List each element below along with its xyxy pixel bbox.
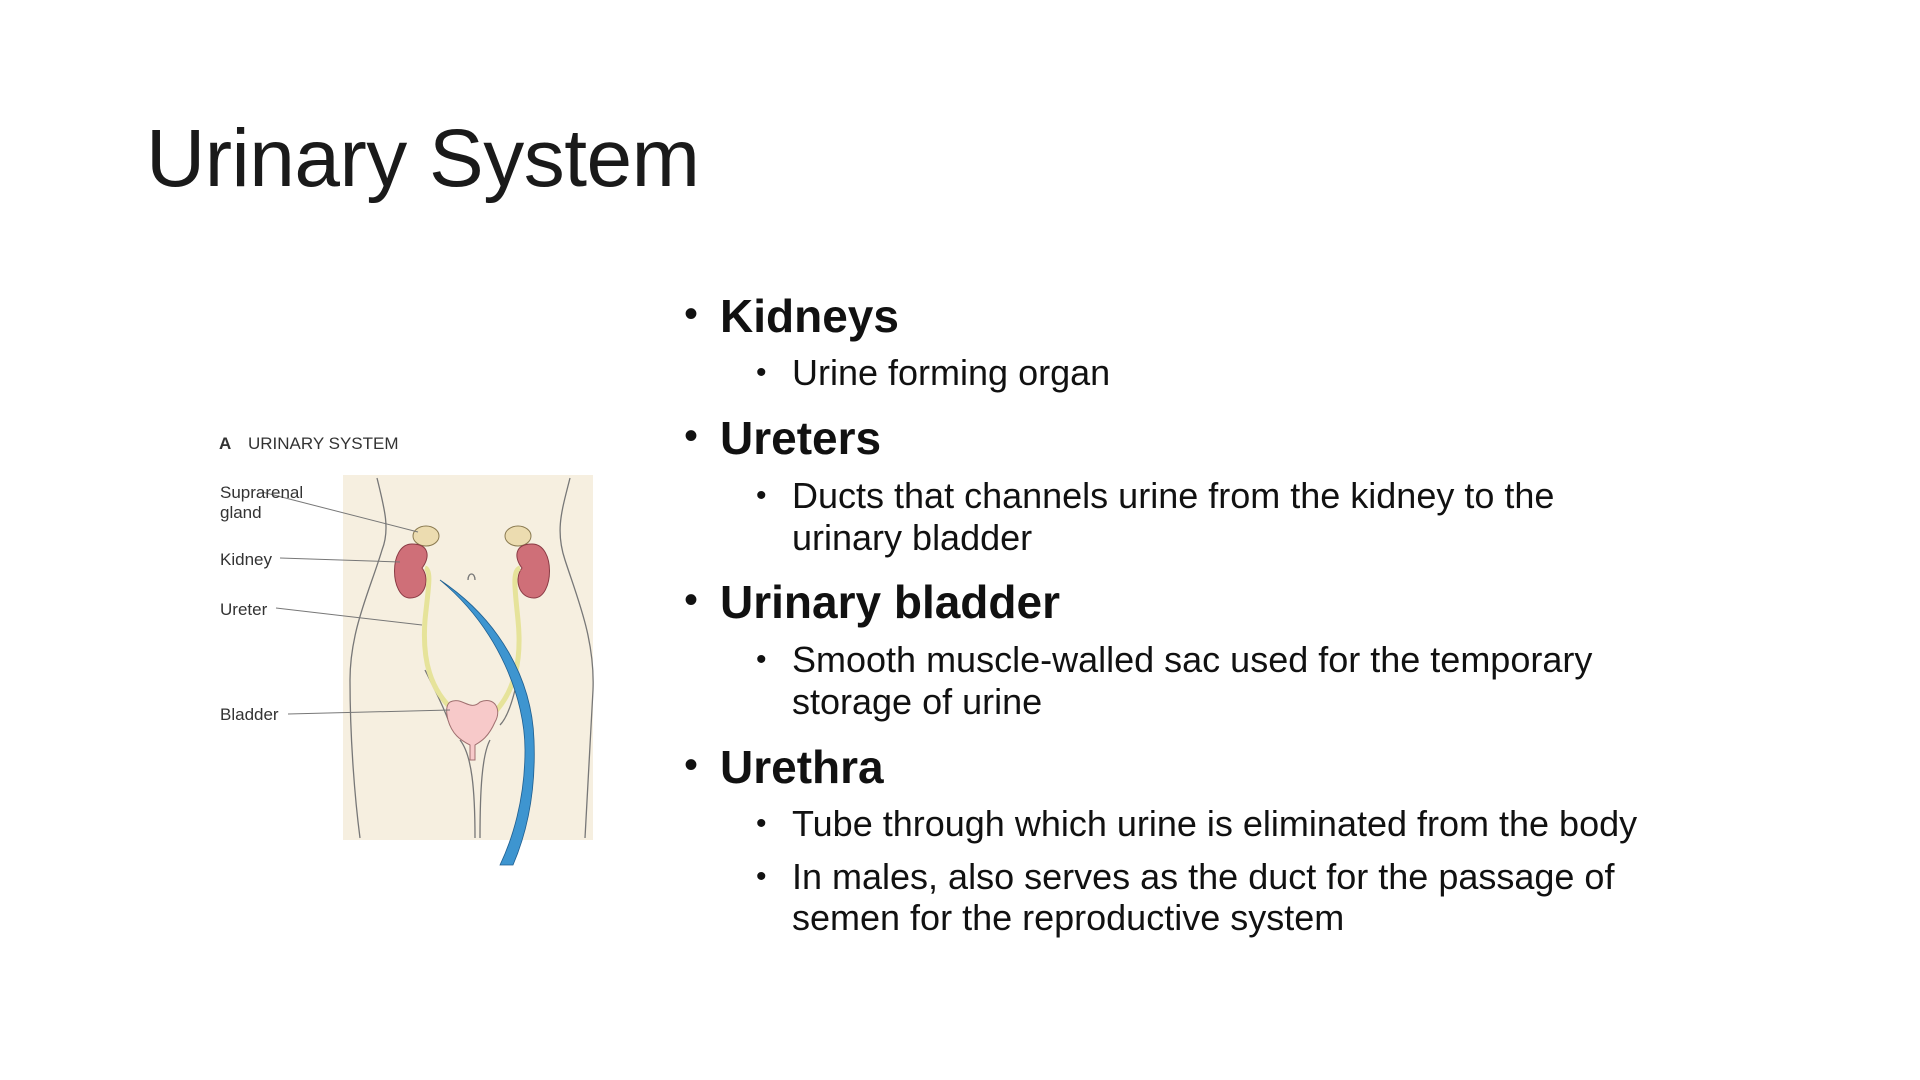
sub-bullet-icon: • [756,643,767,676]
sub-bullet-text: Smooth muscle-walled sac used for the te… [792,639,1593,680]
sub-bullet-icon: • [756,356,767,389]
sub-bullet-text-cont: semen for the reproductive system [792,897,1345,938]
left-kidney [394,543,428,599]
figure-heading: URINARY SYSTEM [248,434,399,453]
figure-letter: A [219,434,231,453]
left-ureter [421,565,457,714]
bullet-kidneys: Kidneys [720,290,899,342]
sub-bullet-icon: • [756,479,767,512]
bullet-icon: • [684,743,699,787]
catheter [439,579,535,866]
leader-lines [261,491,451,715]
sub-bullet-text-cont: storage of urine [792,681,1043,722]
bladder [446,700,499,761]
sub-bullet-icon: • [756,860,767,893]
body-silhouette-fill [343,475,593,840]
label-ureter: Ureter [220,600,268,619]
sub-bullet-text: In males, also serves as the duct for th… [792,856,1615,897]
sub-bullet-text: Urine forming organ [792,352,1111,393]
label-gland: gland [220,503,262,522]
right-ureter [493,565,522,714]
sub-bullet-text-cont: urinary bladder [792,517,1033,558]
bullet-icon: • [684,292,699,336]
sub-bullet-icon: • [756,807,767,840]
label-bladder: Bladder [220,705,279,724]
bullet-ureters: Ureters [720,412,882,464]
right-kidney [516,543,550,599]
bullet-urethra: Urethra [720,741,884,793]
label-kidney: Kidney [220,550,272,569]
bullet-icon: • [684,414,699,458]
body-outline [349,477,594,839]
label-suprarenal: Suprarenal [220,483,303,502]
bullet-icon: • [684,578,699,622]
bullet-urinary-bladder: Urinary bladder [720,576,1060,628]
sub-bullet-text: Ducts that channels urine from the kidne… [792,475,1555,516]
sub-bullet-text: Tube through which urine is eliminated f… [792,803,1638,844]
slide-title: Urinary System [146,113,700,204]
urinary-system-diagram: A URINARY SYSTEM Suprarenal gland Kidney… [219,434,594,866]
